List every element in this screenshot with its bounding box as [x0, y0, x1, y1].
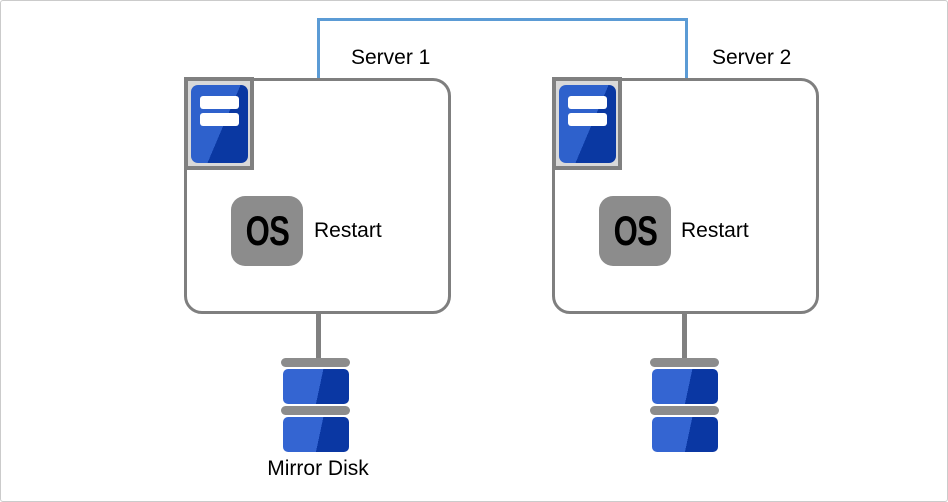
- heartbeat-link-horizontal: [317, 18, 688, 21]
- server-tower-slot: [199, 112, 239, 126]
- disk-cap: [650, 358, 719, 367]
- server-1-disk-connector: [316, 314, 321, 359]
- server-1-action-label: Restart: [314, 219, 382, 242]
- server-tower-body: [558, 84, 616, 163]
- heartbeat-link-vertical-server2: [685, 18, 688, 79]
- server-tower-icon: [552, 77, 622, 170]
- server-1-label: Server 1: [351, 46, 431, 69]
- os-icon: OS: [231, 196, 303, 266]
- disk-stack-icon: [650, 358, 719, 452]
- disk-cap: [281, 358, 350, 367]
- os-icon-text: OS: [613, 207, 657, 254]
- disk-platter: [282, 417, 349, 452]
- server-tower-body: [190, 84, 248, 163]
- server-2-action-label: Restart: [681, 219, 749, 242]
- disk-cap: [281, 406, 350, 415]
- server-tower-slot: [567, 95, 607, 109]
- server-2-disk-connector: [682, 314, 687, 359]
- os-icon-text: OS: [245, 207, 289, 254]
- server-tower-icon: [184, 77, 254, 170]
- disk-platter: [651, 369, 718, 404]
- server-tower-slot: [567, 112, 607, 126]
- disk-stack-icon: [281, 358, 350, 452]
- mirror-disk-label: Mirror Disk: [267, 457, 369, 480]
- server-tower-slot: [199, 95, 239, 109]
- disk-platter: [282, 369, 349, 404]
- disk-cap: [650, 406, 719, 415]
- heartbeat-link-vertical-server1: [317, 18, 320, 79]
- server-2-label: Server 2: [712, 46, 792, 69]
- disk-platter: [651, 417, 718, 452]
- os-icon: OS: [599, 196, 671, 266]
